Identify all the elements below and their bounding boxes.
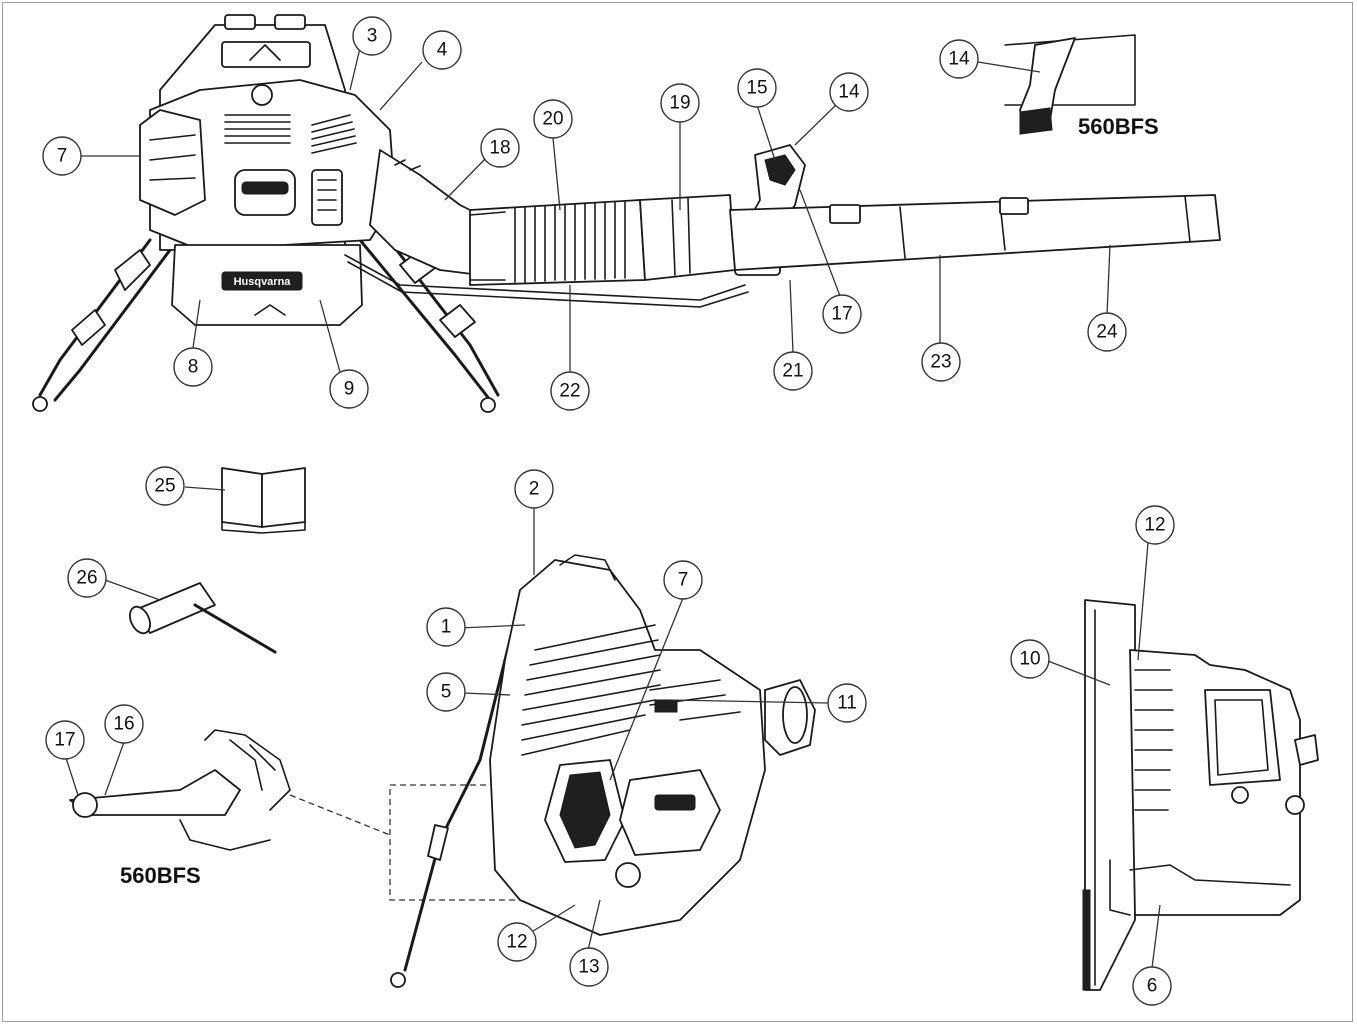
callout-2: 2 bbox=[514, 469, 554, 509]
model-label-nozzle: 560BFS bbox=[1078, 114, 1159, 139]
callout-4: 4 bbox=[422, 30, 462, 70]
callout-7-mid: 7 bbox=[663, 560, 703, 600]
svg-text:4: 4 bbox=[437, 40, 448, 61]
svg-text:7: 7 bbox=[678, 570, 689, 591]
svg-text:17: 17 bbox=[831, 304, 852, 325]
cooling-fins bbox=[224, 114, 357, 154]
rear-cooling-fins bbox=[521, 624, 661, 756]
svg-text:6: 6 bbox=[1147, 976, 1158, 997]
callout-8: 8 bbox=[173, 347, 213, 387]
callout-16: 16 bbox=[104, 704, 144, 744]
callout-11: 11 bbox=[827, 683, 867, 723]
model-label-handle: 560BFS bbox=[120, 863, 201, 888]
callout-9: 9 bbox=[329, 369, 369, 409]
callout-17-inset: 17 bbox=[45, 720, 85, 760]
callout-18: 18 bbox=[480, 128, 520, 168]
handle-variant-inset: 560BFS bbox=[69, 729, 391, 888]
operator-manual-icon bbox=[221, 467, 306, 534]
callout-12-side: 12 bbox=[1135, 505, 1175, 545]
blower-pipe bbox=[729, 194, 1221, 271]
svg-text:20: 20 bbox=[542, 109, 563, 130]
callout-5: 5 bbox=[426, 672, 466, 712]
svg-text:12: 12 bbox=[1144, 515, 1165, 536]
svg-text:12: 12 bbox=[506, 932, 527, 953]
blower-front-assembly: Husqvarna bbox=[32, 14, 1221, 413]
throttle-cable bbox=[344, 254, 746, 301]
svg-text:14: 14 bbox=[838, 82, 860, 103]
rear-strap bbox=[403, 598, 522, 972]
svg-text:22: 22 bbox=[559, 381, 580, 402]
svg-text:21: 21 bbox=[782, 361, 803, 382]
callout-22: 22 bbox=[550, 371, 590, 411]
svg-text:7: 7 bbox=[57, 146, 68, 167]
svg-text:8: 8 bbox=[188, 357, 199, 378]
svg-text:18: 18 bbox=[489, 138, 510, 159]
svg-text:25: 25 bbox=[154, 476, 175, 497]
callout-6: 6 bbox=[1132, 966, 1172, 1006]
svg-text:15: 15 bbox=[746, 78, 767, 99]
callout-bubbles: 3 4 7 18 20 19 15 14 14 17 24 23 21 22 8… bbox=[42, 16, 1175, 1006]
callout-15: 15 bbox=[737, 68, 777, 108]
svg-text:17: 17 bbox=[54, 730, 75, 751]
svg-text:10: 10 bbox=[1019, 649, 1040, 670]
svg-text:13: 13 bbox=[578, 957, 599, 978]
callout-23: 23 bbox=[921, 342, 961, 382]
svg-text:19: 19 bbox=[669, 93, 690, 114]
callout-17-main: 17 bbox=[822, 294, 862, 334]
detail-callout-box bbox=[389, 784, 551, 901]
svg-text:9: 9 bbox=[344, 379, 355, 400]
callout-13: 13 bbox=[569, 947, 609, 987]
callout-20: 20 bbox=[533, 99, 573, 139]
svg-text:24: 24 bbox=[1096, 322, 1118, 343]
blower-elbow bbox=[369, 149, 481, 276]
callout-25: 25 bbox=[145, 466, 185, 506]
callout-3: 3 bbox=[352, 16, 392, 56]
svg-text:3: 3 bbox=[367, 26, 378, 47]
callout-14-main: 14 bbox=[829, 72, 869, 112]
svg-text:14: 14 bbox=[948, 49, 970, 70]
svg-text:2: 2 bbox=[529, 479, 540, 500]
callout-19: 19 bbox=[660, 83, 700, 123]
callout-7-top: 7 bbox=[42, 136, 82, 176]
blower-rear-quarter-view bbox=[389, 554, 816, 988]
svg-text:1: 1 bbox=[441, 617, 452, 638]
combination-wrench-icon bbox=[129, 582, 277, 654]
side-cooling-fins bbox=[1134, 669, 1174, 811]
callout-24: 24 bbox=[1087, 312, 1127, 352]
hose-corrugations bbox=[514, 201, 626, 283]
right-shoulder-strap bbox=[358, 238, 492, 402]
svg-text:5: 5 bbox=[441, 682, 452, 703]
callout-14-inset: 14 bbox=[939, 39, 979, 79]
svg-text:23: 23 bbox=[930, 352, 951, 373]
leader-lines bbox=[65, 47, 1161, 969]
callout-10: 10 bbox=[1010, 639, 1050, 679]
throttle-cover bbox=[139, 109, 206, 216]
callout-1: 1 bbox=[426, 607, 466, 647]
svg-text:26: 26 bbox=[76, 568, 97, 589]
nozzle-variant-inset: 560BFS bbox=[1004, 34, 1159, 139]
side-back-frame bbox=[1084, 599, 1136, 991]
brand-badge bbox=[221, 271, 303, 291]
callout-26: 26 bbox=[67, 558, 107, 598]
callout-21: 21 bbox=[773, 351, 813, 391]
svg-text:11: 11 bbox=[837, 693, 857, 714]
brand-badge-text: Husqvarna bbox=[234, 276, 292, 288]
callout-12-mid: 12 bbox=[497, 922, 537, 962]
svg-text:16: 16 bbox=[113, 714, 134, 735]
blower-side-view bbox=[1082, 599, 1319, 991]
